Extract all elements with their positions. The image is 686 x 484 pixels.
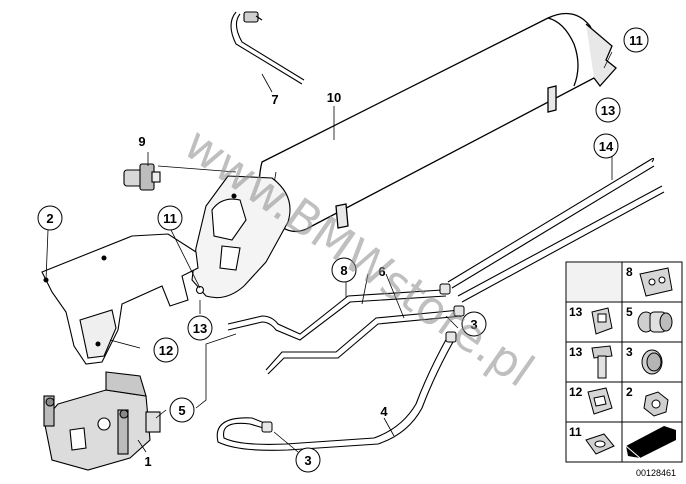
- label-7: 7: [271, 92, 278, 107]
- return-line-part-4: [216, 335, 455, 451]
- table-label-11: 11: [569, 425, 582, 439]
- leader-lines: [45, 51, 613, 453]
- svg-text:11: 11: [163, 211, 177, 226]
- cap-icon-3: [641, 349, 663, 375]
- table-label-2: 2: [626, 385, 633, 399]
- callout-11-left: 11: [157, 205, 183, 231]
- callout-12: 12: [153, 337, 179, 363]
- clip-icon-13a: [591, 307, 613, 335]
- label-6: 6: [378, 264, 385, 279]
- svg-text:8: 8: [340, 263, 347, 278]
- callout-3-bottom: 3: [295, 447, 321, 473]
- svg-text:3: 3: [304, 453, 311, 468]
- pipe-clamps: [261, 283, 465, 433]
- grommet-icon-5: [637, 311, 673, 333]
- svg-text:5: 5: [178, 403, 185, 418]
- callout-14: 14: [593, 133, 619, 159]
- svg-text:13: 13: [193, 321, 207, 336]
- label-10: 10: [327, 90, 341, 105]
- callout-3-right: 3: [461, 311, 487, 337]
- lines-part-6-8: [227, 289, 463, 375]
- nut-clip-icon-12: [587, 387, 613, 415]
- svg-text:14: 14: [599, 139, 614, 154]
- callout-5: 5: [169, 397, 195, 423]
- table-label-5: 5: [626, 305, 633, 319]
- strap-part-7: [230, 11, 305, 85]
- svg-text:3: 3: [470, 317, 477, 332]
- svg-text:11: 11: [629, 33, 643, 48]
- callout-13-right: 13: [595, 97, 621, 123]
- svg-text:2: 2: [46, 211, 53, 226]
- sensor-part-9: [123, 163, 161, 191]
- table-label-13a: 13: [569, 305, 583, 319]
- label-9: 9: [138, 134, 145, 149]
- callout-2: 2: [37, 205, 63, 231]
- label-4: 4: [380, 404, 388, 419]
- muffler-part-10: [258, 12, 617, 233]
- bolt-icon-13b: [591, 345, 613, 379]
- callout-8: 8: [331, 257, 357, 283]
- arrow-icon: [625, 426, 676, 459]
- callout-11-right: 11: [623, 27, 649, 53]
- svg-text:13: 13: [601, 103, 615, 118]
- table-label-13b: 13: [569, 345, 583, 359]
- table-label-12: 12: [569, 385, 583, 399]
- table-label-3: 3: [626, 345, 633, 359]
- svg-text:12: 12: [159, 343, 173, 358]
- pump-module-part-1: [43, 371, 161, 471]
- clip-icon-8: [639, 267, 673, 297]
- table-label-8: 8: [626, 265, 633, 279]
- label-1: 1: [144, 454, 151, 469]
- mounting-bracket-part-2: [41, 233, 199, 365]
- callout-13-left: 13: [187, 315, 213, 341]
- nut-icon-2: [643, 391, 669, 417]
- washer-icon-11: [585, 433, 615, 455]
- pipe-pair-part-14: [447, 157, 665, 303]
- diagram-code: 00128461: [636, 468, 676, 478]
- heat-shield-bracket: [191, 175, 291, 299]
